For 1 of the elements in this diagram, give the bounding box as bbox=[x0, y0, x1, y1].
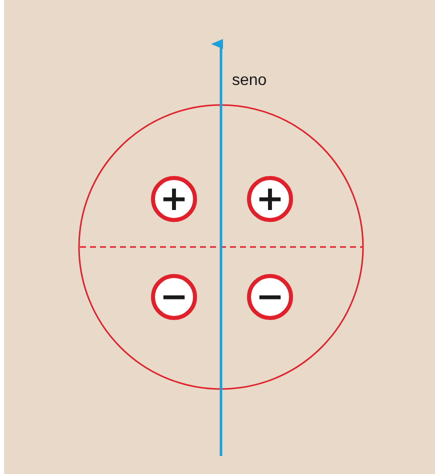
axis-label: seno bbox=[232, 72, 267, 90]
